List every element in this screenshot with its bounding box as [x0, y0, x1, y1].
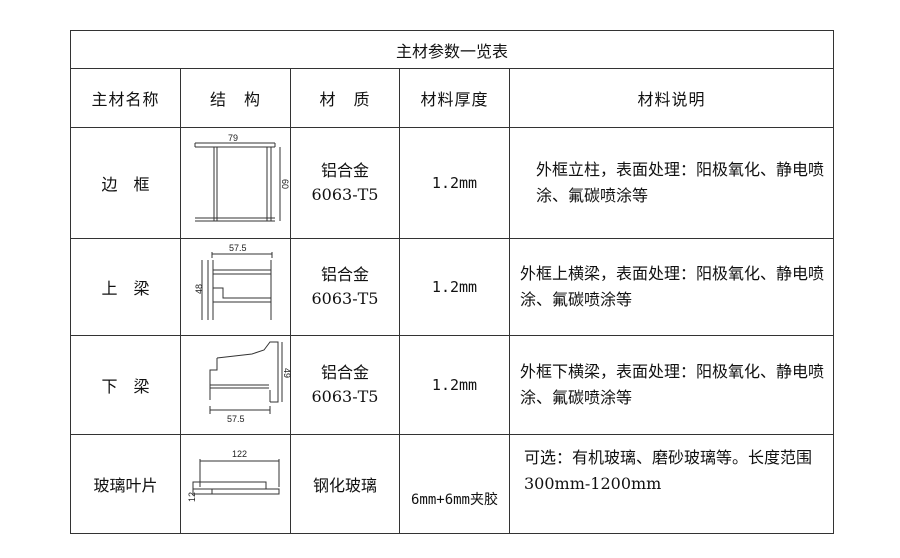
table-row: 下 梁 57.5 49 铝合金 6063-T5 1.2mm 外框下横梁，表面处理… — [70, 335, 835, 435]
row-description: 外框下横梁，表面处理：阳极氧化、静电喷涂、氟碳喷涂等 — [508, 335, 835, 435]
table-row: 上 梁 57.5 48 铝合金 6063-T5 1.2mm 外框上横梁，表面处理… — [70, 238, 835, 336]
bottom-beam-profile-drawing: 57.5 49 — [180, 335, 292, 435]
row-thickness: 1.2mm — [399, 127, 510, 239]
main-materials-table: 主材参数一览表 主材名称 结 构 材 质 材料厚度 材料说明 边 框 79 60… — [69, 30, 835, 534]
table-title: 主材参数一览表 — [69, 30, 835, 69]
dim-height: 12 — [187, 492, 197, 502]
row-description: 外框立柱，表面处理：阳极氧化、静电喷涂、氟碳喷涂等 — [508, 127, 835, 239]
glass-blade-profile-drawing: 122 12 — [180, 434, 291, 534]
row-material: 铝合金 6063-T5 — [290, 335, 400, 435]
header-row: 主材名称 结 构 材 质 材料厚度 材料说明 — [70, 68, 835, 128]
dim-height: 49 — [282, 368, 292, 378]
row-name: 玻璃叶片 — [70, 434, 181, 534]
table-row: 边 框 79 60 铝合金 6063-T5 1.2mm 外框立柱，表面处理：阳极… — [70, 127, 835, 239]
row-description: 可选：有机玻璃、磨砂玻璃等。长度范围300mm-1200mm — [508, 434, 835, 534]
row-thickness: 1.2mm — [399, 335, 510, 435]
dim-height: 60 — [280, 179, 290, 189]
header-description: 材料说明 — [508, 68, 835, 128]
header-thickness: 材料厚度 — [399, 68, 510, 128]
dim-width: 57.5 — [229, 243, 247, 253]
row-name: 上 梁 — [70, 238, 181, 336]
row-thickness: 1.2mm — [399, 238, 510, 336]
row-material: 钢化玻璃 — [290, 434, 400, 534]
row-material: 铝合金 6063-T5 — [290, 127, 400, 239]
header-name: 主材名称 — [70, 68, 181, 128]
row-name: 边 框 — [70, 127, 181, 239]
header-material: 材 质 — [290, 68, 400, 128]
table-row: 玻璃叶片 122 12 钢化玻璃 6mm+6mm夹胶 可选：有机玻璃、磨砂玻璃等… — [70, 434, 835, 534]
row-material: 铝合金 6063-T5 — [290, 238, 400, 336]
dim-height: 48 — [194, 284, 204, 294]
header-structure: 结 构 — [180, 68, 291, 128]
top-beam-profile-drawing: 57.5 48 — [180, 238, 291, 336]
dim-width: 122 — [232, 449, 247, 459]
dim-width: 57.5 — [227, 414, 245, 424]
dim-width: 79 — [228, 133, 238, 143]
frame-profile-drawing: 79 60 — [180, 127, 291, 239]
row-name: 下 梁 — [70, 335, 181, 435]
row-description: 外框上横梁，表面处理：阳极氧化、静电喷涂、氟碳喷涂等 — [508, 238, 835, 336]
row-thickness: 6mm+6mm夹胶 — [399, 434, 510, 534]
